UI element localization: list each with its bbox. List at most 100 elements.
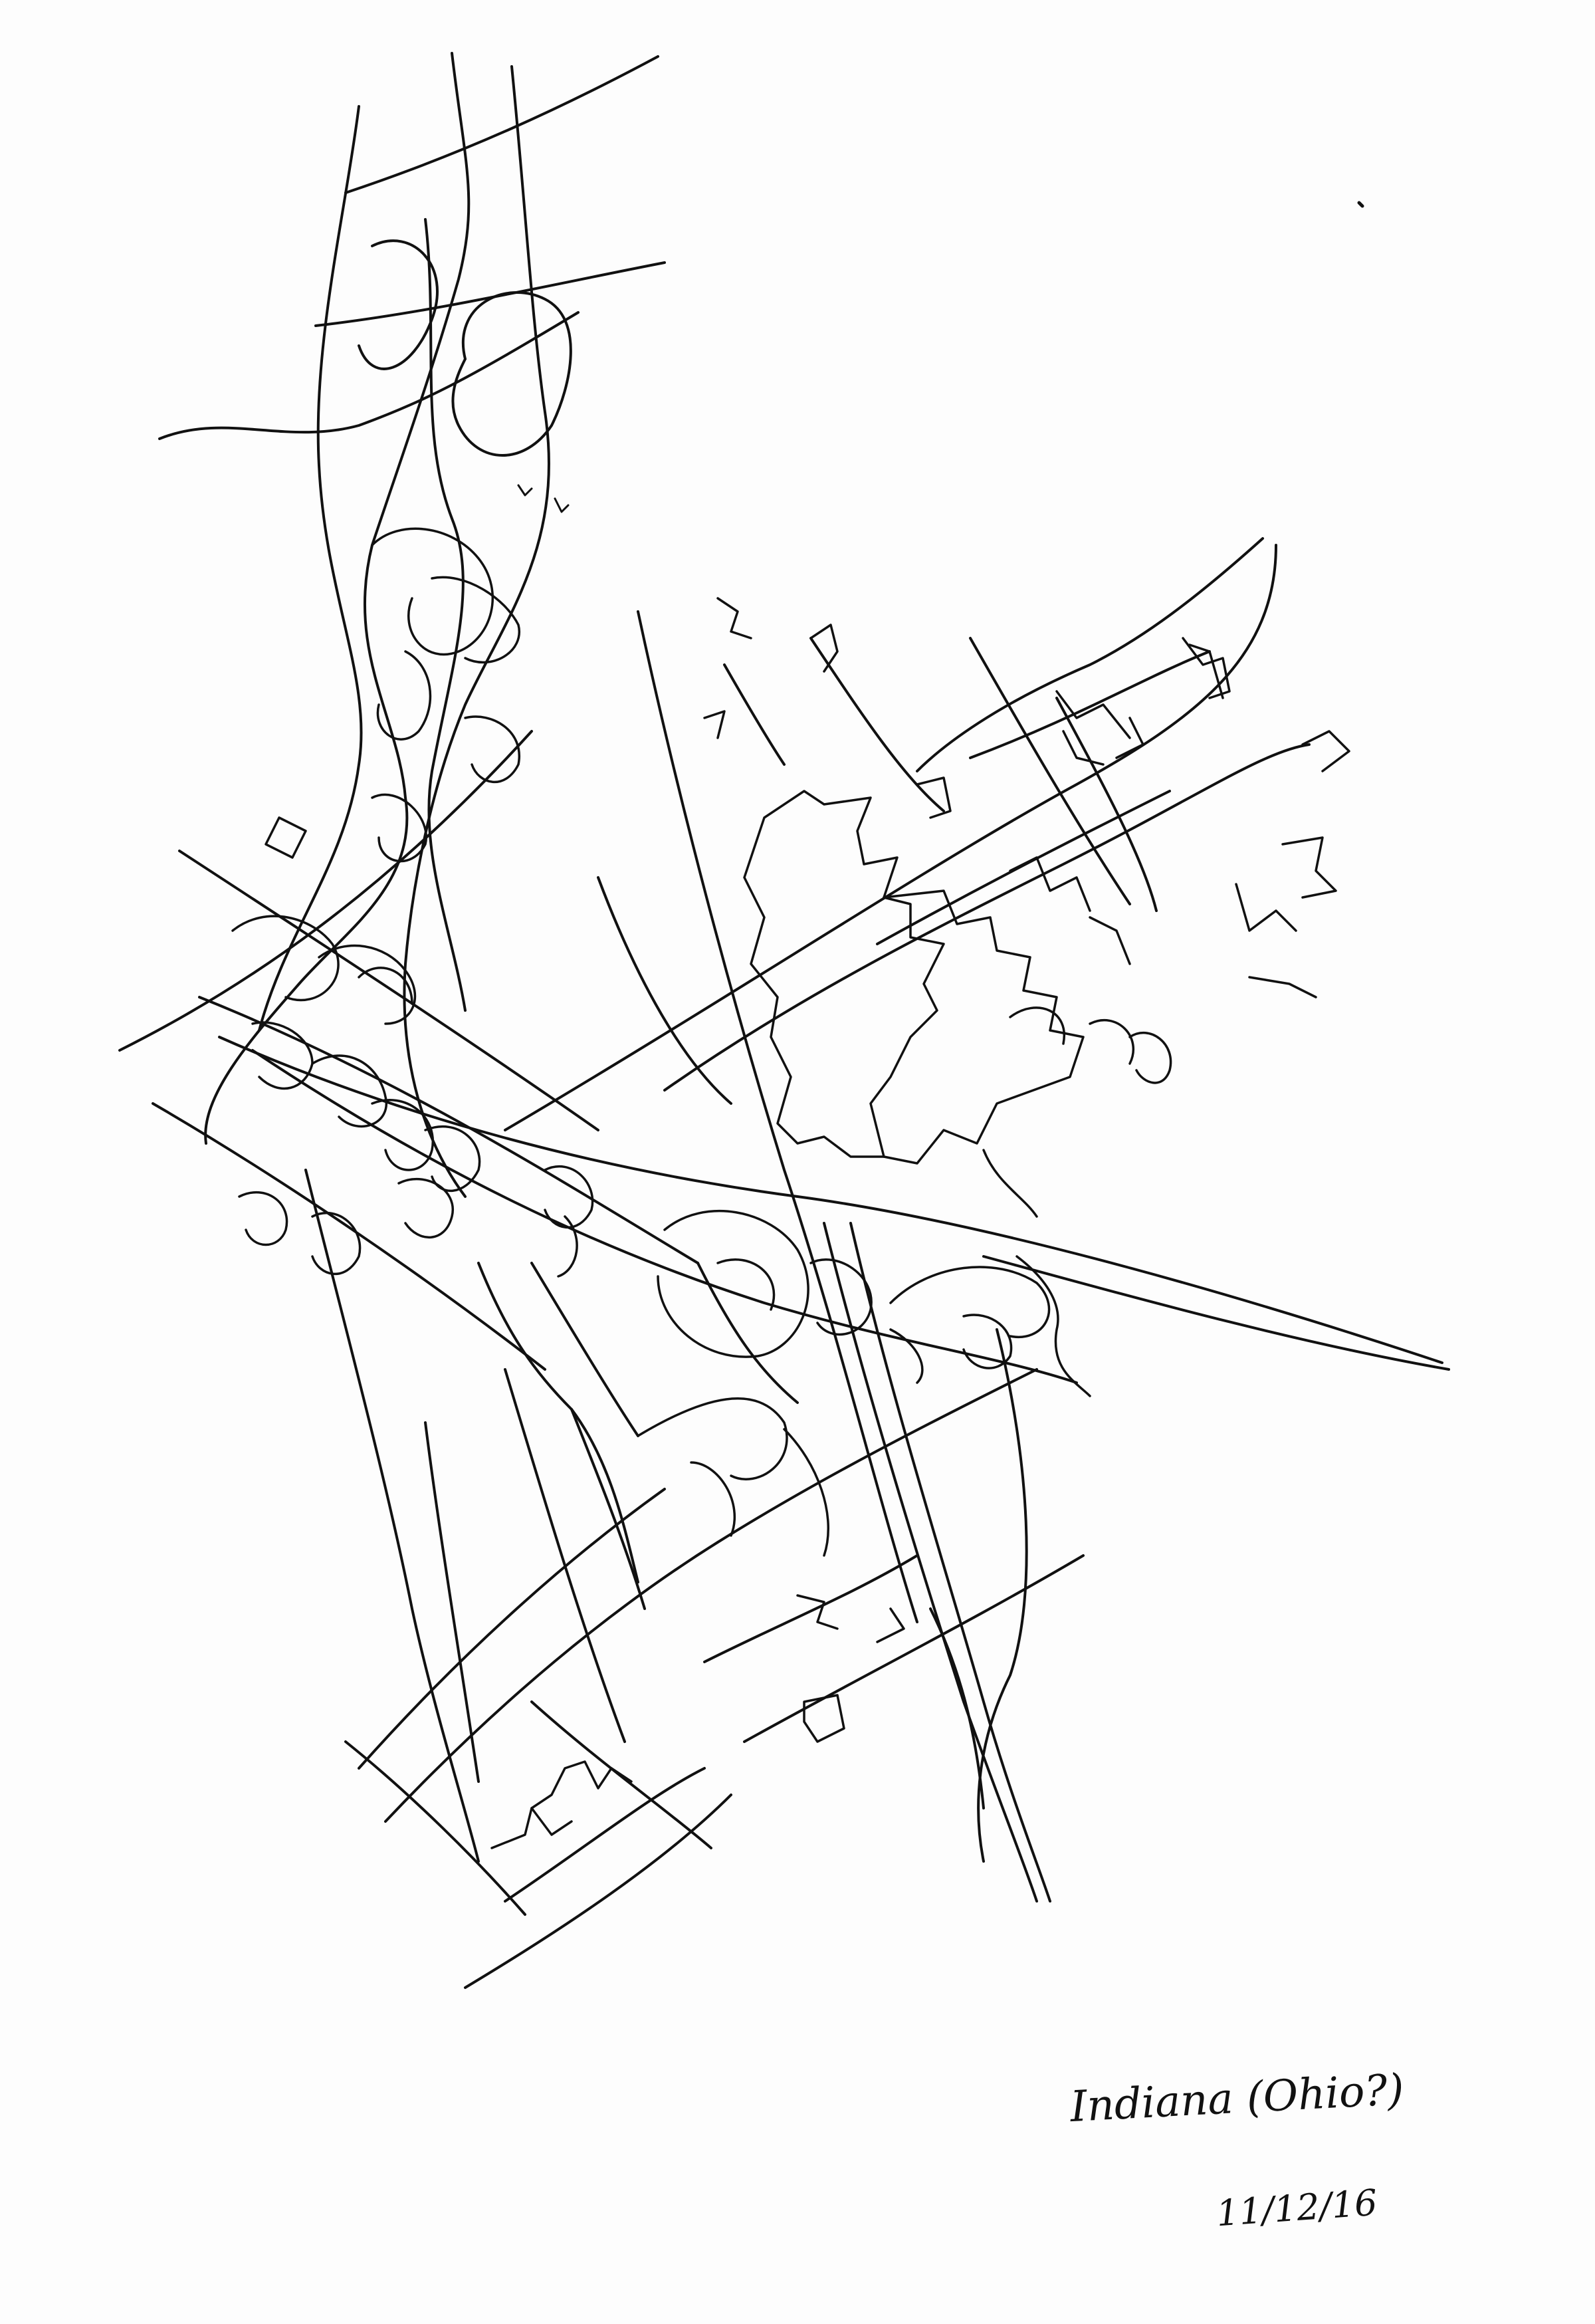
- ink-stroke-highway: [258, 105, 363, 1032]
- ink-stroke-detail: [916, 776, 952, 819]
- ink-stroke-cluster: [371, 527, 494, 656]
- ink-stroke-road: [916, 537, 1264, 772]
- ink-stroke-cluster: [716, 1258, 776, 1311]
- ink-stroke-detail: [490, 1760, 633, 1849]
- ink-stroke-road: [929, 1607, 985, 1809]
- ink-stroke-road: [358, 1488, 666, 1770]
- ink-stroke-road: [530, 1700, 712, 1849]
- ink-stroke-cluster: [1015, 1255, 1091, 1397]
- ink-stroke-detail: [1182, 637, 1231, 699]
- ink-stroke-cluster: [311, 1054, 388, 1128]
- ink-stroke-cluster: [657, 1209, 809, 1358]
- ink-stroke-road: [743, 1554, 1085, 1743]
- ink-stroke-road: [969, 637, 1131, 905]
- ink-stroke-cluster: [889, 1328, 924, 1384]
- ink-stroke-road: [876, 790, 1171, 945]
- ink-stroke-mark: [517, 484, 533, 497]
- ink-stroke-detail: [809, 624, 839, 673]
- ink-stroke-cluster: [431, 576, 521, 664]
- ink-stroke-cluster: [397, 1177, 455, 1239]
- ink-stroke-road: [723, 663, 786, 766]
- ink-stroke-road: [477, 1262, 639, 1583]
- ink-stroke-cluster: [464, 715, 521, 784]
- ink-stroke-highway: [204, 52, 471, 1145]
- ink-stroke-cluster: [371, 793, 428, 863]
- ink-stroke-detail: [1055, 690, 1131, 739]
- ink-stroke-road: [178, 850, 599, 1131]
- ink-stroke-road: [690, 1461, 736, 1537]
- ink-stroke-road: [597, 876, 732, 1105]
- ink-stroke-detail: [1115, 717, 1144, 759]
- ink-stroke-road: [663, 743, 1311, 1092]
- ink-stroke-road: [218, 1036, 1443, 1364]
- ink-stroke-road: [314, 261, 666, 327]
- ink-stroke-road: [118, 730, 533, 1052]
- ink-stroke-road: [1055, 697, 1158, 912]
- ink-stroke-detail: [1062, 730, 1105, 766]
- ink-stroke-road: [158, 311, 580, 440]
- ink-stroke-interchange: [358, 239, 439, 370]
- ink-stroke-cluster: [231, 915, 340, 1002]
- ink-stroke-detail: [1009, 1006, 1066, 1045]
- ink-stroke-road: [198, 996, 699, 1264]
- ink-stroke-road: [384, 1368, 1038, 1823]
- ink-stroke-road: [570, 1408, 646, 1610]
- ink-stroke-road: [637, 1397, 788, 1480]
- ink-stroke-detail: [1188, 643, 1224, 699]
- ink-stroke-road: [251, 1049, 1078, 1384]
- ink-stroke-cluster: [376, 650, 432, 741]
- ink-stroke-cluster: [889, 1266, 1051, 1339]
- ink-stroke-road: [823, 1222, 1038, 1903]
- ink-stroke-highway: [403, 65, 550, 1198]
- ink-stroke-cluster: [265, 816, 307, 859]
- ink-stroke-cluster: [982, 1149, 1038, 1218]
- ink-stroke-detail: [703, 710, 726, 739]
- ink-stroke-road: [982, 1255, 1450, 1371]
- ink-stroke-road: [344, 55, 659, 194]
- ink-stroke-road: [464, 1794, 732, 1989]
- ink-stroke-detail: [716, 597, 752, 639]
- ink-stroke-cluster: [318, 944, 417, 1025]
- ink-stroke-town-outline: [883, 889, 1085, 1165]
- ink-stroke-road: [504, 1368, 626, 1743]
- ink-stroke-road: [504, 544, 1277, 1131]
- ink-stroke-cluster: [238, 1191, 288, 1246]
- ink-stroke-detail: [1009, 856, 1091, 912]
- ink-stroke-cluster: [371, 1099, 435, 1171]
- ink-stroke-cluster: [962, 1314, 1013, 1369]
- ink-stroke-detail: [803, 1694, 845, 1743]
- ink-stroke-road: [530, 1262, 639, 1437]
- ink-stroke-road: [304, 1169, 480, 1863]
- ink-stroke-detail: [530, 1807, 573, 1836]
- ink-stroke-detail: [1281, 836, 1337, 899]
- ink-stroke-road: [152, 1102, 546, 1371]
- ink-stroke-cluster: [311, 1211, 362, 1276]
- ink-stroke-road: [809, 637, 945, 812]
- ink-stroke-town-outline: [743, 790, 945, 1158]
- ink-stroke-detail: [1301, 730, 1350, 772]
- ink-stroke-detail: [1248, 976, 1317, 998]
- ink-stroke-mark: [1357, 201, 1364, 208]
- ink-stroke-road: [424, 1421, 480, 1783]
- ink-stroke-detail: [1235, 883, 1297, 932]
- ink-stroke-road: [504, 1767, 706, 1903]
- ink-stroke-highway: [424, 218, 467, 1012]
- ink-stroke-detail: [1128, 1032, 1172, 1084]
- ink-stroke-detail: [876, 1607, 905, 1643]
- ink-stroke-cluster: [544, 1165, 594, 1229]
- ink-stroke-road: [703, 1554, 918, 1663]
- ink-stroke-mark: [554, 497, 570, 513]
- ink-stroke-detail: [1089, 1019, 1134, 1065]
- ink-stroke-road: [977, 1328, 1028, 1863]
- ink-stroke-road: [637, 610, 918, 1623]
- ink-stroke-cluster: [557, 1215, 578, 1278]
- ink-stroke-road: [783, 1428, 829, 1557]
- ink-stroke-road: [969, 650, 1211, 759]
- ink-stroke-road: [344, 1740, 526, 1916]
- ink-stroke-detail: [1089, 916, 1131, 965]
- ink-stroke-road: [696, 1262, 799, 1404]
- ink-stroke-interchange: [451, 291, 572, 457]
- ink-stroke-road: [849, 1222, 1051, 1903]
